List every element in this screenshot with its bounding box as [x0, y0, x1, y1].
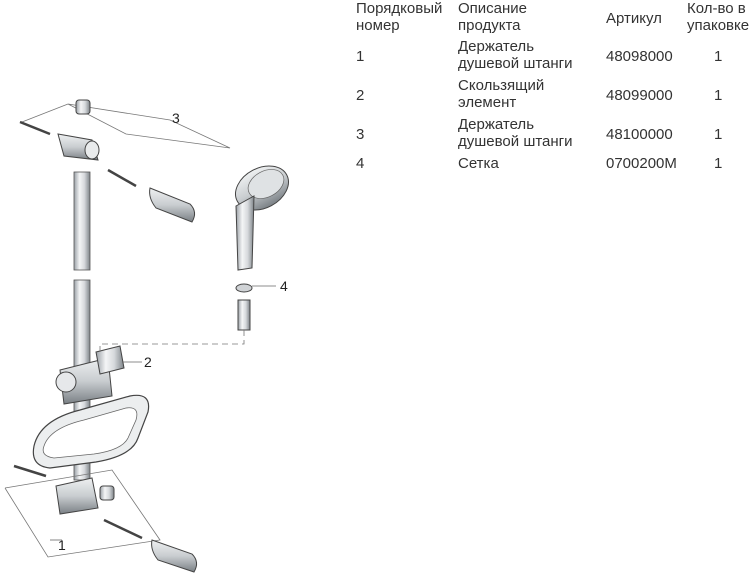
- row-quantity: 1: [714, 48, 723, 65]
- row-description: Скользящий элемент: [458, 77, 545, 111]
- row-number: 2: [356, 87, 365, 104]
- slider: [55, 345, 125, 405]
- row-number: 4: [356, 155, 365, 172]
- callout-2: 2: [144, 354, 152, 370]
- connection-lines: [99, 330, 245, 356]
- row-number: 3: [356, 126, 365, 143]
- row-quantity: 1: [714, 155, 723, 172]
- row-description: Сетка: [458, 155, 499, 172]
- row-description: Держатель душевой штанги: [458, 38, 573, 72]
- table-header-row: Порядковый номер Описание продукта Артик…: [356, 0, 754, 38]
- row-article: 48099000: [606, 87, 673, 104]
- header-description: Описание продукта: [458, 0, 528, 34]
- hose-and-mesh: [235, 283, 253, 331]
- header-article: Артикул: [606, 10, 662, 27]
- row-article: 48100000: [606, 126, 673, 143]
- callout-3: 3: [172, 110, 180, 126]
- table-row: 1 Держатель душевой штанги 48098000 1: [356, 38, 754, 77]
- soap-dish: [32, 394, 150, 469]
- table-row: 2 Скользящий элемент 48099000 1: [356, 77, 754, 116]
- callout-1: 1: [58, 537, 66, 553]
- table-row: 4 Сетка 0700200M 1: [356, 155, 754, 175]
- callout-4: 4: [280, 278, 288, 294]
- leader-lines: [50, 285, 276, 541]
- row-article: 48098000: [606, 48, 673, 65]
- header-quantity: Кол-во в упаковке: [687, 0, 750, 34]
- header-number: Порядковый номер: [356, 0, 443, 34]
- row-article: 0700200M: [606, 155, 677, 172]
- parts-table: Порядковый номер Описание продукта Артик…: [356, 0, 754, 175]
- hand-shower: [235, 165, 289, 271]
- lower-rail-holder: [13, 464, 198, 573]
- lower-bracket-guide: [4, 469, 161, 558]
- upper-rail-holder: [19, 99, 196, 223]
- row-quantity: 1: [714, 87, 723, 104]
- row-description: Держатель душевой штанги: [458, 116, 573, 150]
- row-quantity: 1: [714, 126, 723, 143]
- row-number: 1: [356, 48, 365, 65]
- table-row: 3 Держатель душевой штанги 48100000 1: [356, 116, 754, 155]
- upper-bracket-guide: [21, 103, 231, 149]
